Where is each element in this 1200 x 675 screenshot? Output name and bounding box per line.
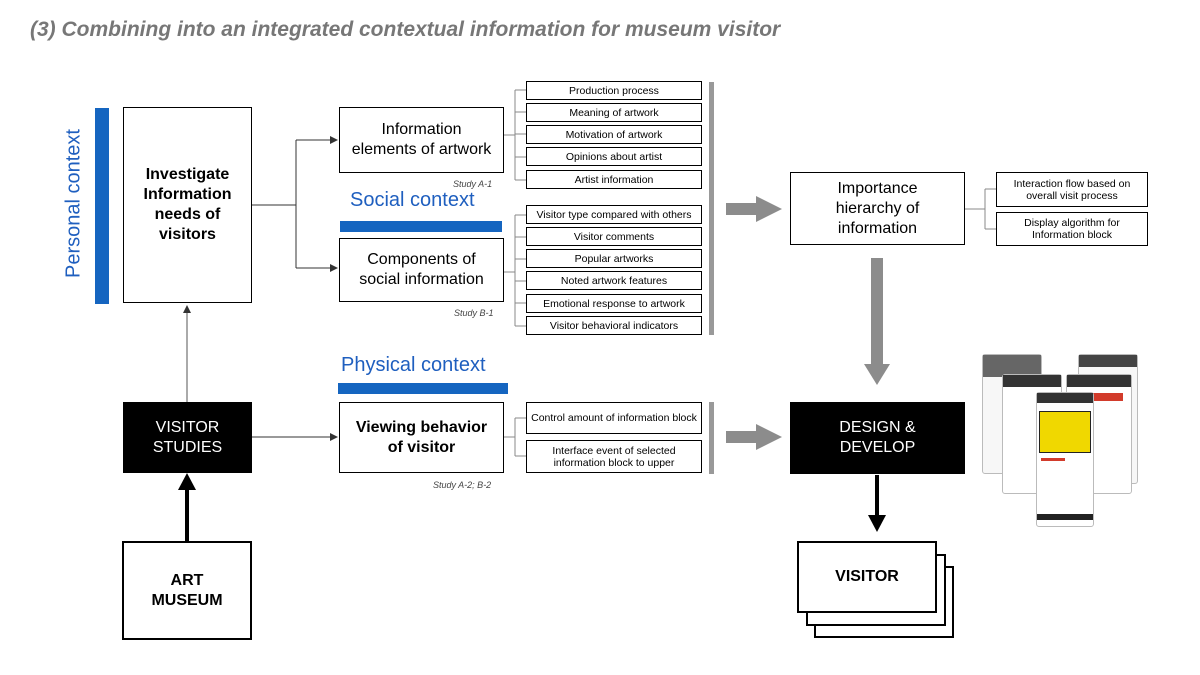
study-a1-label: Study A-1 — [453, 179, 493, 189]
social-item: Popular artworks — [526, 249, 702, 268]
social-item: Visitor type compared with others — [526, 205, 702, 224]
components-social-box: Components of social information — [339, 238, 504, 302]
personal-context-bar — [95, 108, 109, 304]
social-item: Visitor behavioral indicators — [526, 316, 702, 335]
info-elements-box: Information elements of artwork — [339, 107, 504, 173]
info-item: Production process — [526, 81, 702, 100]
importance-hierarchy-box: Importance hierarchy of information — [790, 172, 965, 245]
visitor-studies-box: VISITOR STUDIES — [123, 402, 252, 473]
info-item: Artist information — [526, 170, 702, 189]
importance-item: Display algorithm for Information block — [996, 212, 1148, 246]
investigate-box: Investigate Information needs of visitor… — [123, 107, 252, 303]
social-item: Noted artwork features — [526, 271, 702, 290]
info-item: Opinions about artist — [526, 147, 702, 166]
importance-item: Interaction flow based on overall visit … — [996, 172, 1148, 207]
art-museum-box: ART MUSEUM — [122, 541, 252, 640]
personal-context-label: Personal context — [62, 129, 85, 278]
info-item: Meaning of artwork — [526, 103, 702, 122]
app-screenshots-image — [980, 352, 1170, 532]
social-context-bar — [340, 221, 502, 232]
gray-divider-bottom — [709, 402, 714, 474]
study-a2b2-label: Study A-2; B-2 — [433, 480, 492, 490]
physical-context-label: Physical context — [341, 354, 486, 376]
info-item: Motivation of artwork — [526, 125, 702, 144]
social-item: Emotional response to artwork — [526, 294, 702, 313]
page-title: (3) Combining into an integrated context… — [30, 18, 781, 41]
design-develop-box: DESIGN & DEVELOP — [790, 402, 965, 474]
gray-divider-top — [709, 82, 714, 335]
social-context-label: Social context — [350, 189, 475, 211]
viewing-behavior-box: Viewing behavior of visitor — [339, 402, 504, 473]
study-b1-label: Study B-1 — [454, 308, 494, 318]
physical-item: Control amount of information block — [526, 402, 702, 434]
physical-context-bar — [338, 383, 508, 394]
visitor-box: VISITOR — [797, 541, 937, 613]
social-item: Visitor comments — [526, 227, 702, 246]
physical-item: Interface event of selected information … — [526, 440, 702, 473]
